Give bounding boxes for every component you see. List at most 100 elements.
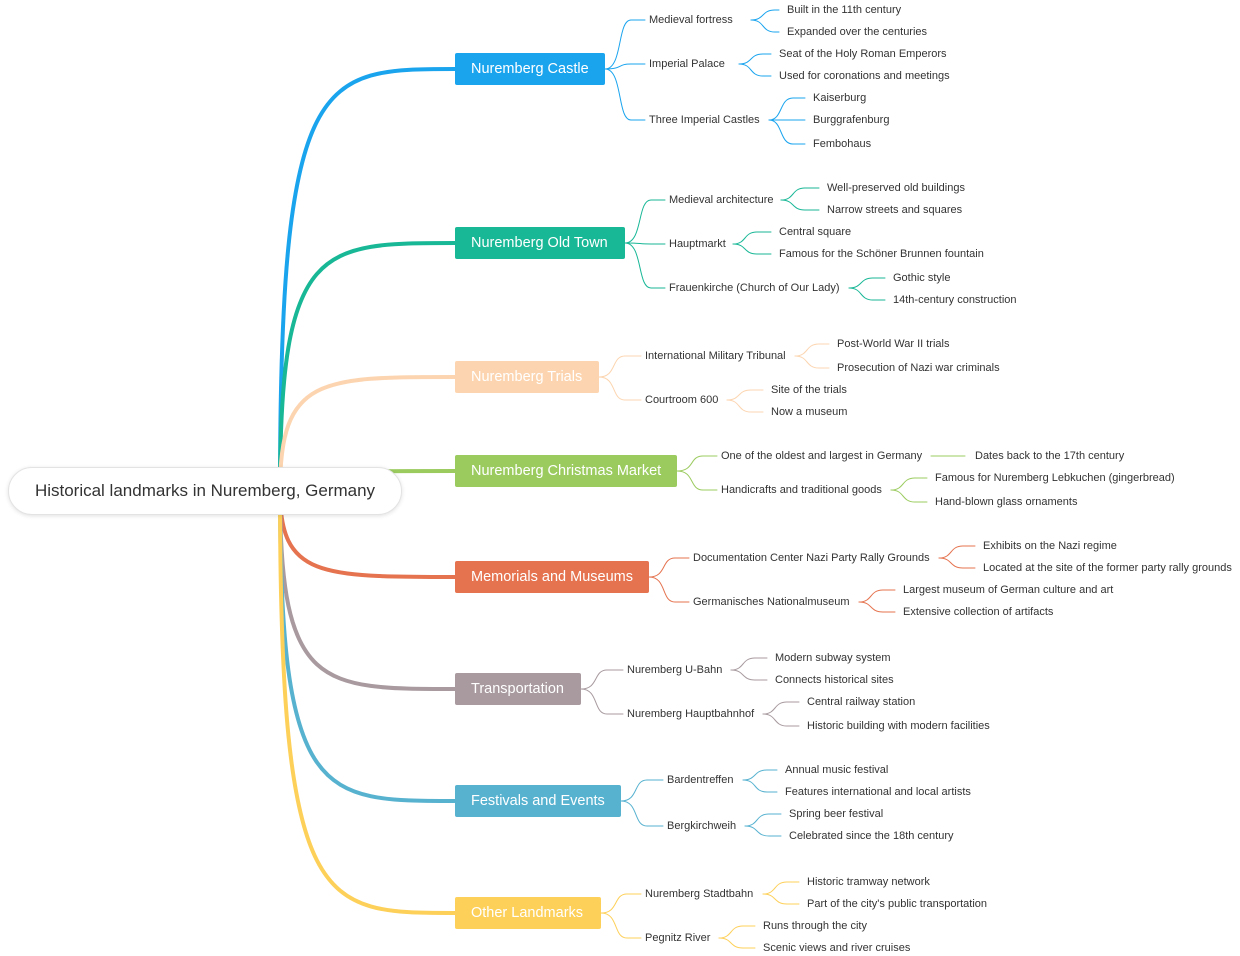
branch-connector-nuremberg-castle (278, 67, 457, 493)
branch-nuremberg-trials[interactable]: Nuremberg Trials (455, 361, 599, 393)
leaf-connector-well-preserved-old-buildings (780, 187, 820, 201)
leaf-connector-annual-music-festival (742, 769, 778, 781)
leaf-spring-beer-festival[interactable]: Spring beer festival (789, 808, 884, 820)
branch-nuremberg-christmas-market[interactable]: Nuremberg Christmas Market (455, 455, 677, 487)
sub-connector-courtroom-600 (598, 376, 642, 401)
leaf-14th-century-construction[interactable]: 14th-century construction (893, 294, 1017, 306)
leaf-connector-central-railway-station (762, 701, 800, 715)
sub-connector-handicrafts-and-traditional-goods (676, 470, 718, 491)
leaf-now-a-museum[interactable]: Now a museum (771, 406, 848, 418)
sub-connector-bergkirchweih (620, 800, 664, 827)
leaf-dates-back-to-the-17th-century[interactable]: Dates back to the 17th century (975, 450, 1125, 462)
subtopic-bergkirchweih[interactable]: Bergkirchweih (667, 820, 737, 832)
leaf-burggrafenburg[interactable]: Burggrafenburg (813, 114, 890, 126)
subtopic-international-military-tribunal[interactable]: International Military Tribunal (645, 350, 786, 362)
branch-connector-nuremberg-trials (278, 375, 457, 493)
root-topic[interactable]: Historical landmarks in Nuremberg, Germa… (8, 467, 402, 515)
leaf-connector-modern-subway-system (730, 657, 768, 671)
leaf-largest-museum-of-german-culture-and-art[interactable]: Largest museum of German culture and art (903, 584, 1114, 596)
leaf-annual-music-festival[interactable]: Annual music festival (785, 764, 889, 776)
leaf-built-in-the-11th-century[interactable]: Built in the 11th century (787, 4, 902, 16)
subtopic-pegnitz-river[interactable]: Pegnitz River (645, 932, 711, 944)
leaf-modern-subway-system[interactable]: Modern subway system (775, 652, 891, 664)
subtopic-nuremberg-stadtbahn[interactable]: Nuremberg Stadtbahn (645, 888, 754, 900)
leaf-runs-through-the-city[interactable]: Runs through the city (763, 920, 867, 932)
branch-memorials-and-museums[interactable]: Memorials and Museums (455, 561, 649, 593)
sub-connector-nuremberg-hauptbahnhof (580, 688, 624, 715)
subtopic-frauenkirche-church-of-our-lady[interactable]: Frauenkirche (Church of Our Lady) (669, 282, 840, 294)
branch-festivals-and-events[interactable]: Festivals and Events (455, 785, 621, 817)
subtopic-hauptmarkt[interactable]: Hauptmarkt (669, 238, 726, 250)
sub-connector-nuremberg-stadtbahn (600, 893, 642, 914)
subtopic-one-of-the-oldest-and-largest-in-germany[interactable]: One of the oldest and largest in Germany (721, 450, 923, 462)
leaf-celebrated-since-the-18th-century[interactable]: Celebrated since the 18th century (789, 830, 954, 842)
leaf-well-preserved-old-buildings[interactable]: Well-preserved old buildings (827, 182, 965, 194)
leaf-connects-historical-sites[interactable]: Connects historical sites (775, 674, 894, 686)
leaf-famous-for-nuremberg-lebkuchen-gingerbread[interactable]: Famous for Nuremberg Lebkuchen (gingerbr… (935, 472, 1175, 484)
branch-connector-nuremberg-old-town (278, 241, 457, 493)
leaf-famous-for-the-sch-ner-brunnen-fountain[interactable]: Famous for the Schöner Brunnen fountain (779, 248, 984, 260)
sub-connector-germanisches-nationalmuseum (648, 576, 690, 603)
leaf-connector-scenic-views-and-river-cruises (718, 937, 756, 949)
leaf-central-railway-station[interactable]: Central railway station (807, 696, 916, 708)
branch-other-landmarks[interactable]: Other Landmarks (455, 897, 601, 929)
leaf-post-world-war-ii-trials[interactable]: Post-World War II trials (837, 338, 950, 350)
sub-connector-pegnitz-river (600, 912, 642, 939)
branch-connector-other-landmarks (278, 489, 457, 915)
subtopic-three-imperial-castles[interactable]: Three Imperial Castles (649, 114, 760, 126)
leaf-connector-expanded-over-the-centuries (750, 19, 780, 33)
subtopic-medieval-fortress[interactable]: Medieval fortress (649, 14, 733, 26)
leaf-exhibits-on-the-nazi-regime[interactable]: Exhibits on the Nazi regime (983, 540, 1117, 552)
subtopic-germanisches-nationalmuseum[interactable]: Germanisches Nationalmuseum (693, 596, 850, 608)
subtopic-documentation-center-nazi-party-rally-grounds[interactable]: Documentation Center Nazi Party Rally Gr… (693, 552, 930, 564)
leaf-connector-extensive-collection-of-artifacts (858, 601, 896, 613)
leaf-connector-built-in-the-11th-century (750, 9, 780, 21)
leaf-connector-runs-through-the-city (718, 925, 756, 939)
leaf-connector-now-a-museum (726, 399, 764, 413)
leaf-site-of-the-trials[interactable]: Site of the trials (771, 384, 847, 396)
leaf-historic-building-with-modern-facilities[interactable]: Historic building with modern facilities (807, 720, 990, 732)
leaf-part-of-the-city-s-public-transportation[interactable]: Part of the city's public transportation (807, 898, 988, 910)
branch-connector-festivals-and-events (278, 489, 457, 803)
leaf-narrow-streets-and-squares[interactable]: Narrow streets and squares (827, 204, 963, 216)
leaf-prosecution-of-nazi-war-criminals[interactable]: Prosecution of Nazi war criminals (837, 362, 1000, 374)
leaf-connector-celebrated-since-the-18th-century (744, 825, 782, 837)
leaf-expanded-over-the-centuries[interactable]: Expanded over the centuries (787, 26, 928, 38)
subtopic-bardentreffen[interactable]: Bardentreffen (667, 774, 734, 786)
sub-connector-frauenkirche-church-of-our-lady (624, 242, 666, 289)
leaf-scenic-views-and-river-cruises[interactable]: Scenic views and river cruises (763, 942, 911, 954)
branch-nuremberg-old-town[interactable]: Nuremberg Old Town (455, 227, 625, 259)
leaf-located-at-the-site-of-the-former-party-rally-grounds[interactable]: Located at the site of the former party … (983, 562, 1232, 574)
leaf-connector-connects-historical-sites (730, 669, 768, 681)
sub-connector-imperial-palace (604, 63, 646, 70)
leaf-used-for-coronations-and-meetings[interactable]: Used for coronations and meetings (779, 70, 950, 82)
leaf-connector-gothic-style (848, 277, 886, 289)
leaf-connector-located-at-the-site-of-the-former-party-rally-grounds (938, 557, 976, 569)
subtopic-nuremberg-hauptbahnhof[interactable]: Nuremberg Hauptbahnhof (627, 708, 755, 720)
branch-transportation[interactable]: Transportation (455, 673, 581, 705)
leaf-features-international-and-local-artists[interactable]: Features international and local artists (785, 786, 971, 798)
leaf-hand-blown-glass-ornaments[interactable]: Hand-blown glass ornaments (935, 496, 1078, 508)
subtopic-handicrafts-and-traditional-goods[interactable]: Handicrafts and traditional goods (721, 484, 882, 496)
leaf-fembohaus[interactable]: Fembohaus (813, 138, 872, 150)
branch-connector-transportation (278, 489, 457, 691)
leaf-extensive-collection-of-artifacts[interactable]: Extensive collection of artifacts (903, 606, 1054, 618)
leaf-connector-post-world-war-ii-trials (794, 343, 830, 357)
leaf-central-square[interactable]: Central square (779, 226, 852, 238)
leaf-seat-of-the-holy-roman-emperors[interactable]: Seat of the Holy Roman Emperors (779, 48, 947, 60)
leaf-gothic-style[interactable]: Gothic style (893, 272, 951, 284)
subtopic-courtroom-600[interactable]: Courtroom 600 (645, 394, 719, 406)
subtopic-imperial-palace[interactable]: Imperial Palace (649, 58, 725, 70)
leaf-connector-hand-blown-glass-ornaments (890, 489, 928, 503)
leaf-kaiserburg[interactable]: Kaiserburg (813, 92, 867, 104)
sub-connector-nuremberg-u-bahn (580, 669, 624, 690)
subtopic-medieval-architecture[interactable]: Medieval architecture (669, 194, 774, 206)
leaf-historic-tramway-network[interactable]: Historic tramway network (807, 876, 930, 888)
subtopic-nuremberg-u-bahn[interactable]: Nuremberg U-Bahn (627, 664, 723, 676)
leaf-connector-famous-for-nuremberg-lebkuchen-gingerbread (890, 477, 928, 491)
sub-connector-one-of-the-oldest-and-largest-in-germany (676, 455, 718, 472)
branch-nuremberg-castle[interactable]: Nuremberg Castle (455, 53, 605, 85)
leaf-connector-famous-for-the-sch-ner-brunnen-fountain (732, 243, 772, 255)
